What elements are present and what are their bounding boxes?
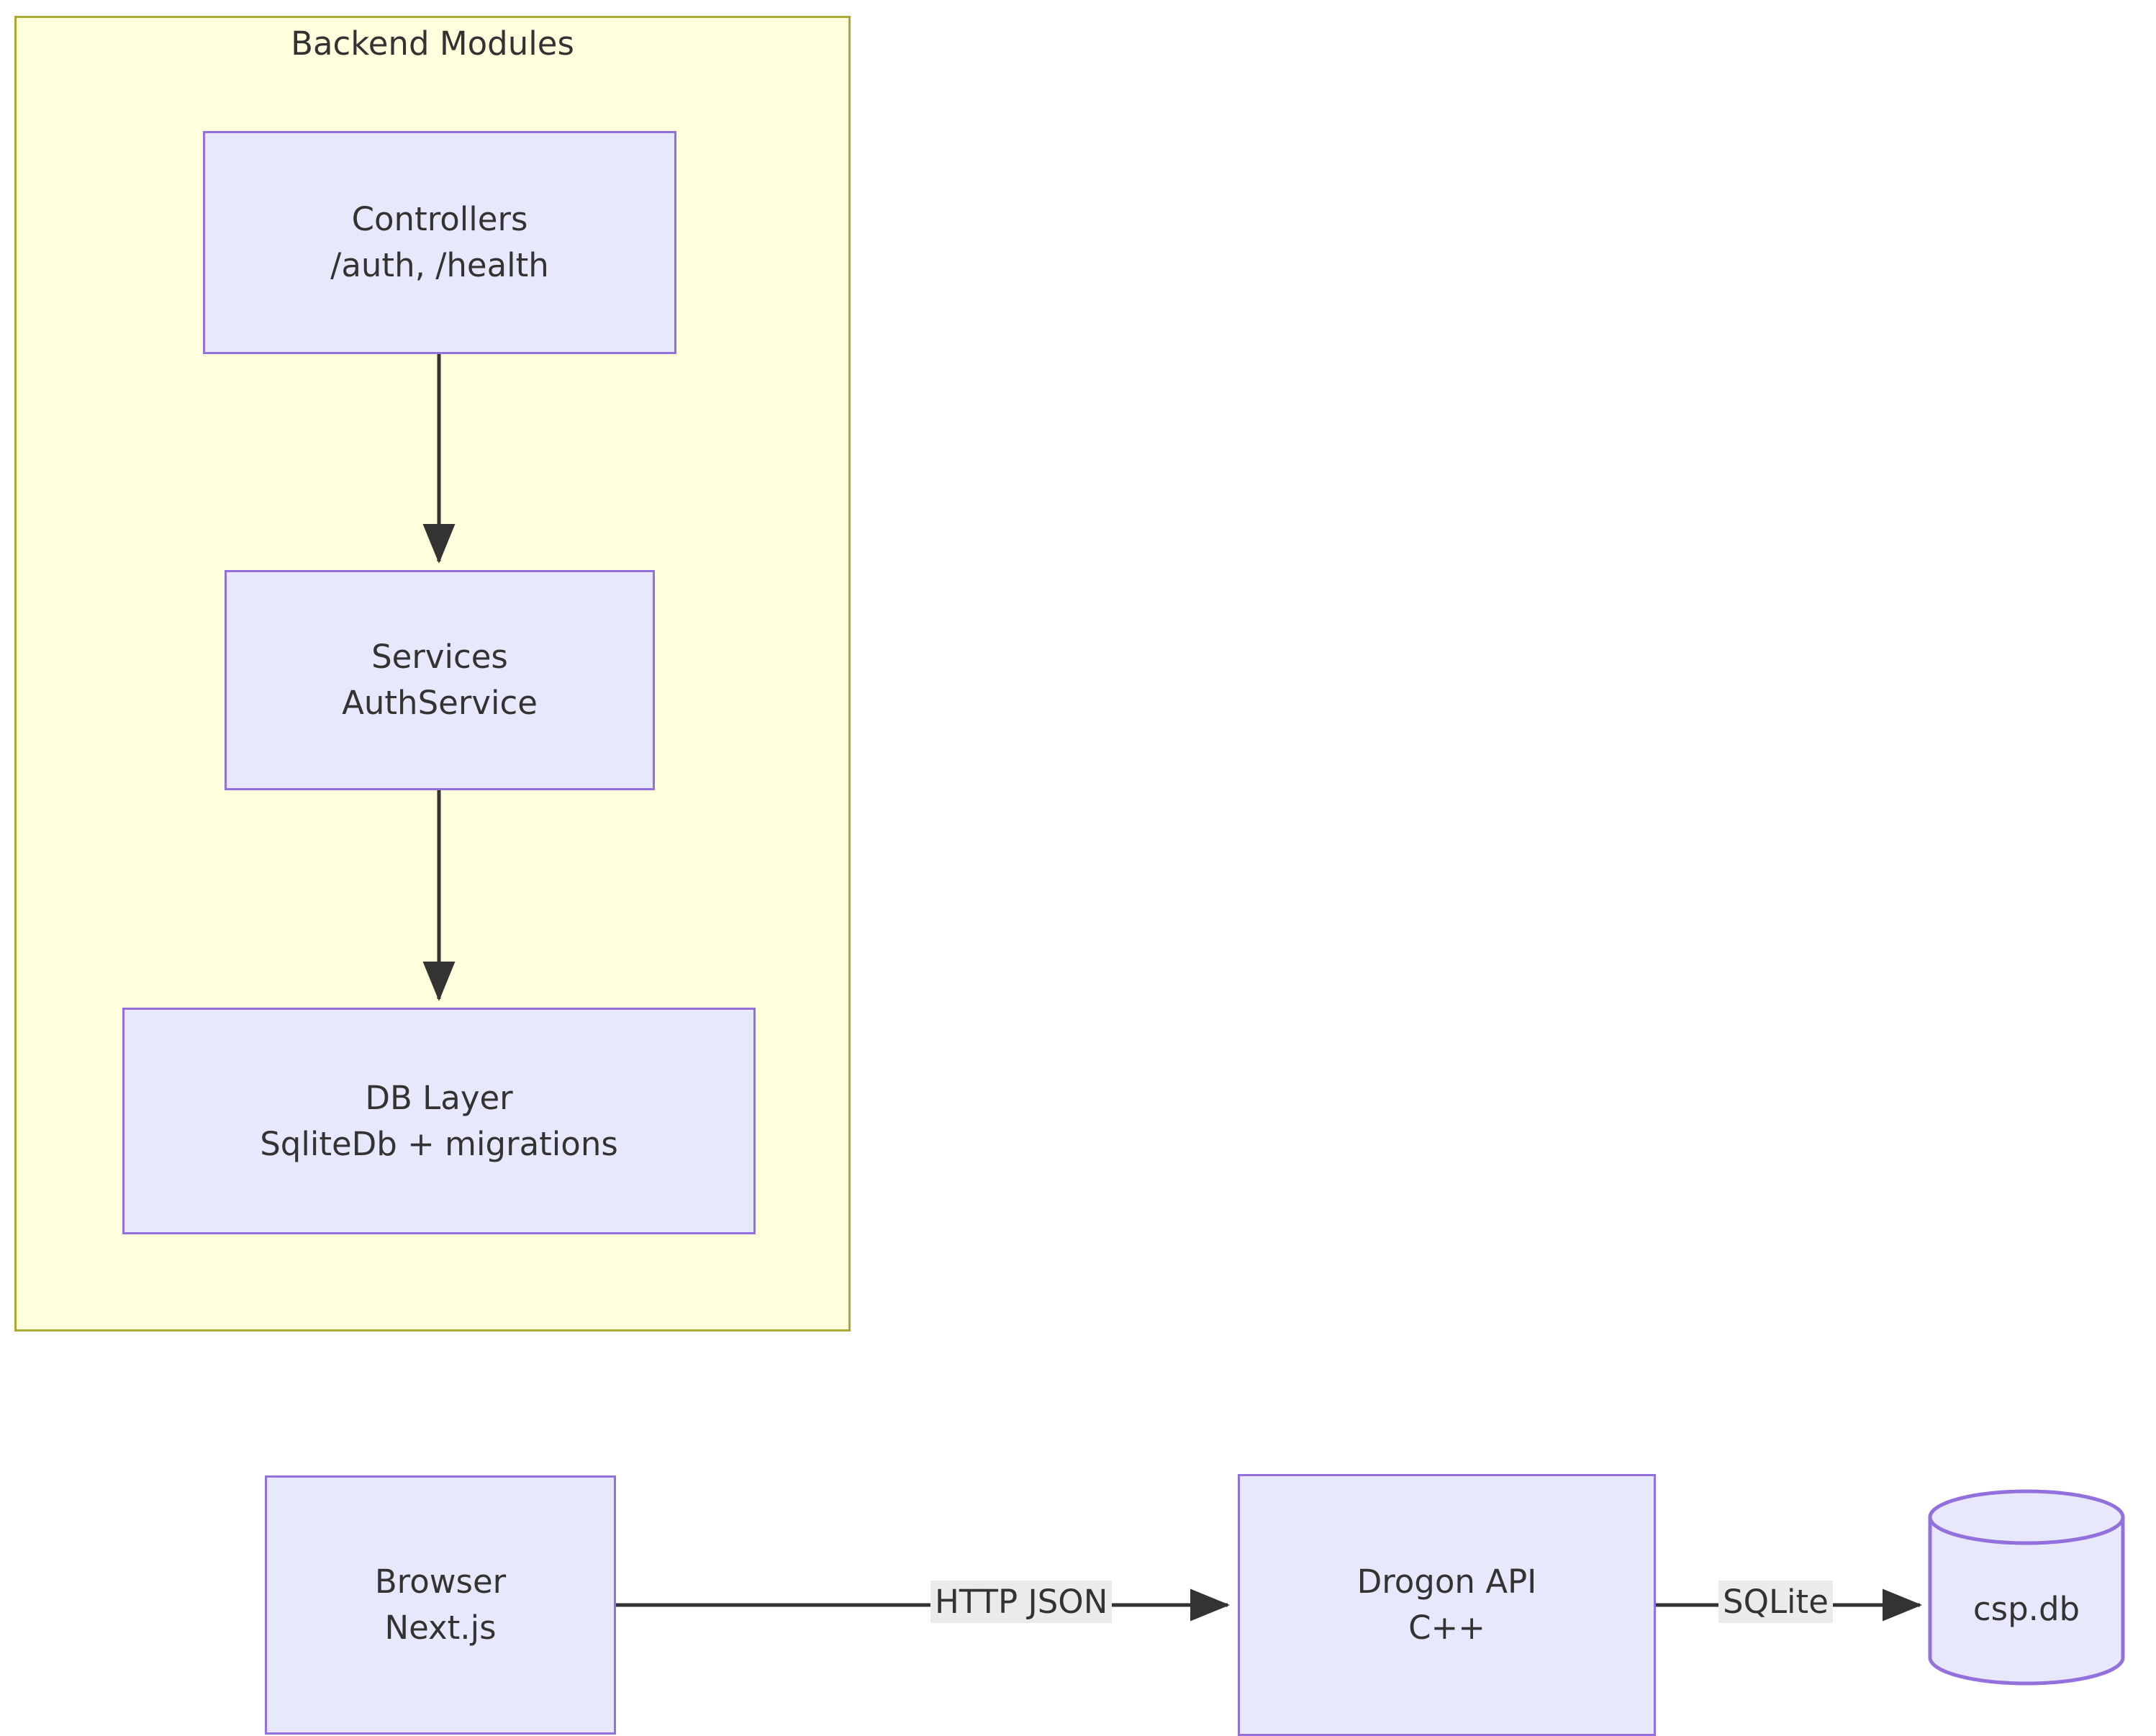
node-services-line2: AuthService xyxy=(342,684,538,722)
node-drogon-api[interactable]: Drogon API C++ xyxy=(1238,1474,1656,1736)
node-services[interactable]: Services AuthService xyxy=(225,570,655,790)
database-cylinder-icon xyxy=(1928,1489,2125,1686)
node-controllers[interactable]: Controllers /auth, /health xyxy=(203,131,676,354)
node-drogon-api-line1: Drogon API xyxy=(1356,1563,1537,1601)
node-controllers-line1: Controllers xyxy=(351,200,528,239)
node-drogon-api-line2: C++ xyxy=(1408,1609,1485,1647)
node-db-layer[interactable]: DB Layer SqliteDb + migrations xyxy=(122,1008,756,1234)
node-browser[interactable]: Browser Next.js xyxy=(265,1475,616,1735)
node-csp-db[interactable]: csp.db xyxy=(1926,1488,2127,1686)
node-db-layer-line2: SqliteDb + migrations xyxy=(260,1124,618,1163)
edge-label-sqlite: SQLite xyxy=(1718,1581,1833,1623)
node-services-line1: Services xyxy=(371,638,508,677)
node-browser-line2: Next.js xyxy=(384,1609,497,1647)
node-browser-line1: Browser xyxy=(374,1563,507,1601)
cluster-title-backend-modules: Backend Modules xyxy=(291,24,574,63)
node-controllers-line2: /auth, /health xyxy=(330,246,549,284)
node-db-layer-line1: DB Layer xyxy=(365,1078,513,1117)
node-csp-db-label: csp.db xyxy=(1972,1590,2080,1628)
edge-label-http-json: HTTP JSON xyxy=(930,1581,1113,1623)
